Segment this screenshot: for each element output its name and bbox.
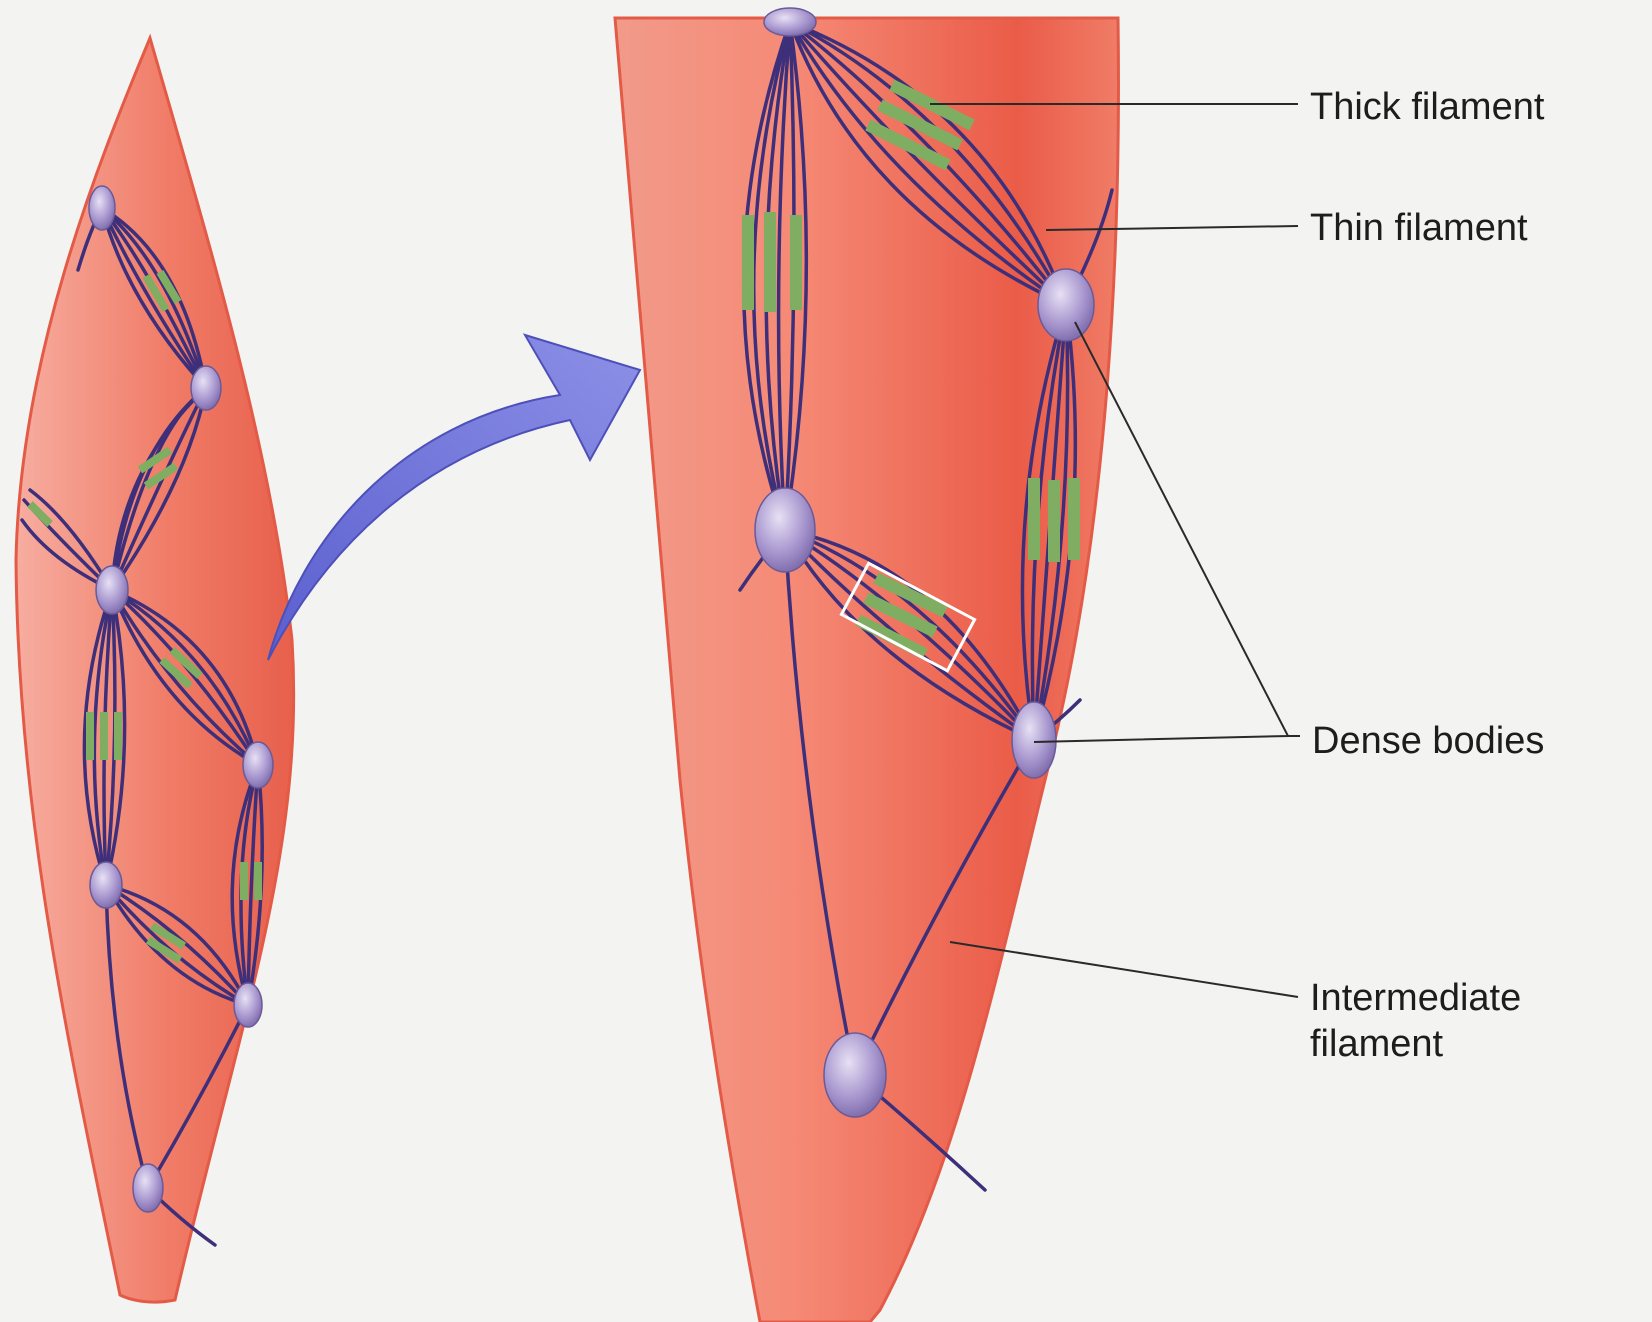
large-cell-body [615, 18, 1118, 1322]
label-intermediate-filament: Intermediate filament [1310, 975, 1521, 1067]
small-smooth-muscle-cell [16, 38, 294, 1302]
label-dense-bodies: Dense bodies [1312, 718, 1544, 764]
magnify-arrow [268, 335, 640, 660]
label-thin-filament: Thin filament [1310, 205, 1528, 251]
label-thick-filament: Thick filament [1310, 84, 1544, 130]
large-smooth-muscle-cell [615, 8, 1118, 1322]
